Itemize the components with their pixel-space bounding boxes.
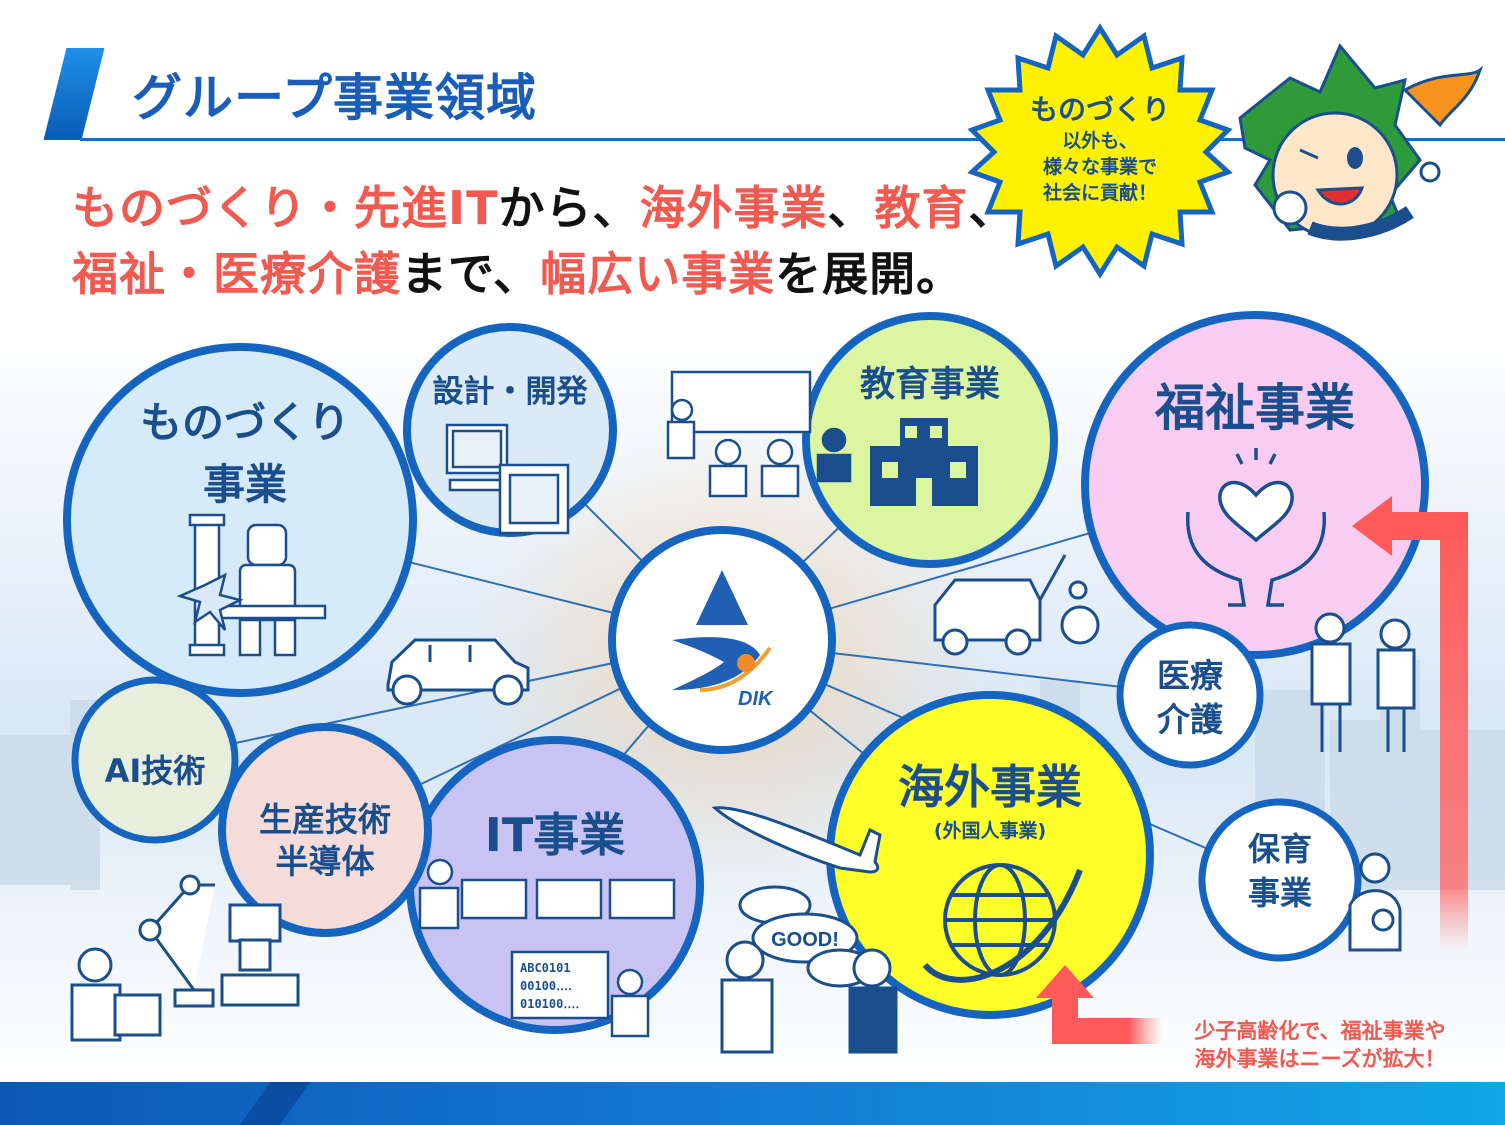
- label-childcare-line-1: 保育: [1247, 830, 1312, 868]
- school-building-icon: [870, 418, 978, 506]
- circle-production: [218, 723, 432, 937]
- headline-line-2: 福祉・医療介護まで、幅広い事業を展開。: [72, 238, 963, 304]
- classroom-icon: [666, 370, 852, 498]
- mascot-character: [1238, 43, 1484, 241]
- nurses-icon: [1310, 612, 1416, 752]
- headline-segment: 福祉・医療介護: [72, 247, 401, 301]
- headline-line-1: ものづくり・先進ITから、海外事業、教育、: [72, 172, 1016, 238]
- headline-segment: まで、: [401, 247, 541, 301]
- label-medical-line-1: 医療: [1157, 656, 1223, 695]
- screen-code: ABC0101 00100‥‥ 010100‥‥: [520, 961, 579, 1011]
- screen-line-1: ABC0101: [520, 961, 571, 975]
- label-childcare-line-2: 事業: [1247, 874, 1312, 912]
- page-title: グループ事業領域: [132, 69, 537, 127]
- label-overseas: 海外事業: [898, 760, 1082, 814]
- circle-monozukuri: [63, 343, 417, 697]
- footer-bar: [0, 1082, 1505, 1125]
- callout-title: ものづくり: [1029, 93, 1170, 126]
- screen-line-2: 00100‥‥: [520, 979, 572, 993]
- note-line-2: 海外事業はニーズが拡大！: [1194, 1047, 1446, 1071]
- label-monozukuri-line-1: ものづくり: [139, 398, 350, 447]
- robot-arm-icon: [138, 874, 300, 1008]
- callout-line-3: 様々な事業で: [1042, 156, 1157, 178]
- headline-segment: を展開。: [775, 247, 964, 301]
- label-monozukuri-line-2: 事業: [202, 460, 287, 509]
- label-welfare: 福祉事業: [1155, 379, 1355, 437]
- label-production-line-2: 半導体: [275, 842, 375, 881]
- welder-icon: [176, 513, 327, 657]
- screen-line-3: 010100‥‥: [520, 997, 579, 1011]
- circle-childcare: [1198, 798, 1362, 962]
- callout-line-2: 以外も、: [1062, 130, 1138, 152]
- growth-arrow-overseas: [1036, 965, 1162, 1044]
- circle-welfare: [1081, 311, 1429, 659]
- callout-starburst: [967, 23, 1233, 279]
- note-line-1: 少子高齢化で、福祉事業や: [1194, 1019, 1446, 1043]
- label-medical-line-2: 介護: [1157, 700, 1223, 739]
- headline-segment: から、: [498, 181, 640, 235]
- label-production-line-1: 生産技術: [259, 800, 391, 839]
- engineer-laptop-icon: [70, 947, 162, 1042]
- callout-line-4: 社会に貢献！: [1042, 182, 1157, 204]
- welfare-van-icon: [933, 554, 1100, 656]
- headline-segment: ものづくり・先進IT: [72, 181, 499, 235]
- globe-icon: [922, 863, 1083, 983]
- headline-segment: 幅広い事業: [540, 247, 776, 301]
- circle-medical: [1116, 621, 1264, 769]
- it-office-icon: [418, 858, 676, 1038]
- mother-child-icon: [1348, 852, 1402, 952]
- headline-segment: 、: [827, 181, 875, 235]
- circle-ai: [71, 676, 239, 844]
- headline-segment: 教育: [874, 181, 969, 235]
- cad-drawings-icon: [445, 423, 570, 535]
- hands-heart-icon: [1185, 448, 1327, 607]
- business-people-icon: [720, 885, 898, 1054]
- dik-logo: DIK: [672, 570, 774, 710]
- airplane-icon: [711, 806, 882, 874]
- growth-arrow-welfare: [1352, 496, 1468, 952]
- headline-segment: 海外事業: [639, 181, 828, 235]
- label-ai: AI技術: [104, 752, 206, 790]
- label-overseas-sub: (外国人事業): [933, 820, 1047, 842]
- car-icon: [386, 638, 530, 706]
- label-education: 教育事業: [859, 365, 1000, 405]
- title-underline: [80, 138, 1505, 141]
- label-design: 設計・開発: [432, 374, 588, 410]
- label-it: IT事業: [484, 808, 626, 862]
- dik-logo-text: DIK: [738, 688, 774, 710]
- speech-bubble-good: GOOD!: [771, 929, 839, 951]
